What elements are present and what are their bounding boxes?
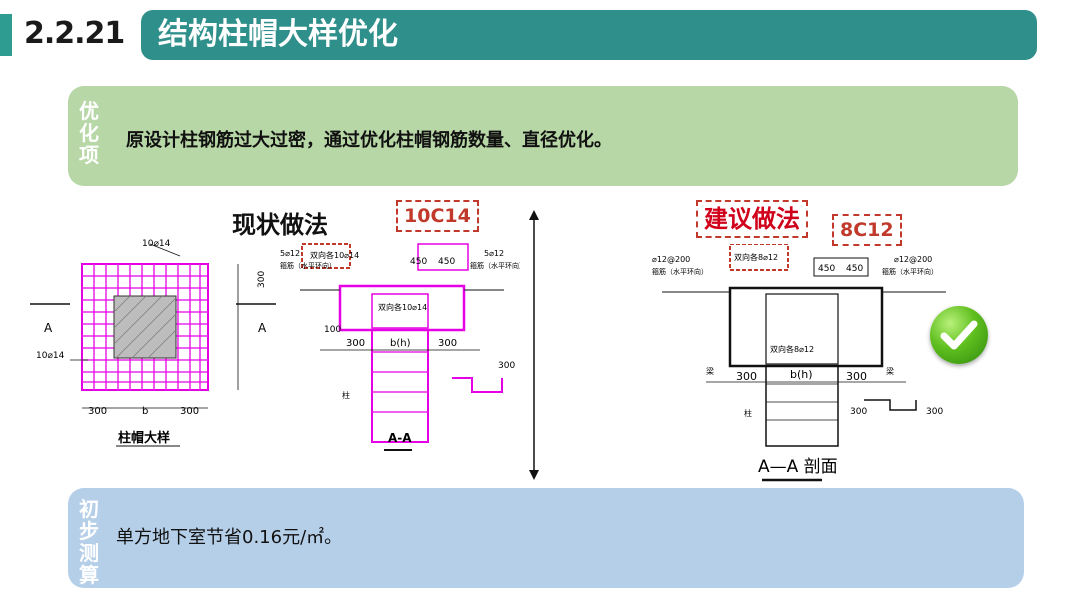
current-dim-300a: 300 bbox=[346, 338, 365, 349]
plan-drawing: 300 h 300 300 b 300 10⌀14 10⌀14 A A 柱帽大样 bbox=[30, 239, 276, 447]
proposed-two-way-top: 双向各8⌀12 bbox=[734, 252, 778, 262]
plan-left-bar: 10⌀14 bbox=[36, 351, 65, 361]
current-two-way-top: 双向各10⌀14 bbox=[310, 250, 359, 260]
plan-section-mark-left: A bbox=[44, 321, 53, 335]
current-dim-450b: 450 bbox=[438, 257, 455, 267]
proposed-dim-450a: 450 bbox=[818, 264, 835, 274]
proposed-dim-450b: 450 bbox=[846, 264, 863, 274]
proposed-column-label: 柱 bbox=[744, 408, 752, 418]
proposed-dim-300b: 300 bbox=[846, 370, 867, 383]
optimization-text: 原设计柱钢筋过大过密，通过优化柱帽钢筋数量、直径优化。 bbox=[126, 130, 612, 151]
proposed-side-300b: 300 bbox=[926, 407, 943, 417]
section-number: 2.2.21 bbox=[24, 16, 125, 51]
proposed-section-title: A—A 剖面 bbox=[758, 457, 838, 477]
proposed-left-note: 箍筋（水平环向） bbox=[652, 267, 708, 276]
estimate-box bbox=[68, 488, 1024, 588]
current-section-title: A-A bbox=[388, 431, 412, 445]
proposed-heading: 建议做法 bbox=[696, 200, 808, 238]
proposed-dim-300a: 300 bbox=[736, 370, 757, 383]
current-dim-450a: 450 bbox=[410, 257, 427, 267]
title-bar bbox=[141, 10, 1037, 60]
proposed-section-drawing: 双向各8⌀12 双向各8⌀12 ⌀12@200 箍筋（水平环向） ⌀12@200… bbox=[652, 244, 946, 482]
vertical-divider-arrow bbox=[529, 210, 539, 480]
proposed-right-note: 箍筋（水平环向） bbox=[882, 267, 938, 276]
estimate-text: 单方地下室节省0.16元/㎡。 bbox=[116, 527, 343, 548]
current-heading: 现状做法 bbox=[232, 211, 328, 239]
current-left-rebar: 5⌀12 bbox=[280, 249, 300, 258]
current-left-note: 箍筋（水平环向） bbox=[280, 261, 336, 270]
plan-caption: 柱帽大样 bbox=[118, 430, 170, 446]
optimization-box bbox=[68, 86, 1018, 186]
plan-bottom-b: b bbox=[142, 406, 148, 417]
current-column-label: 柱 bbox=[342, 390, 350, 400]
current-dim-bh: b(h) bbox=[390, 338, 411, 349]
proposed-dim-bh: b(h) bbox=[790, 368, 813, 381]
page-title: 结构柱帽大样优化 bbox=[158, 17, 398, 52]
plan-dim-300a: 300 bbox=[257, 271, 267, 288]
plan-bottom-300a: 300 bbox=[88, 406, 107, 417]
proposed-side-300a: 300 bbox=[850, 407, 867, 417]
proposed-rebar-tag: 8C12 bbox=[832, 214, 902, 246]
current-dim-300b: 300 bbox=[438, 338, 457, 349]
current-right-note: 箍筋（水平环向） bbox=[470, 261, 520, 270]
proposed-two-way-mid: 双向各8⌀12 bbox=[770, 344, 814, 354]
proposed-right-rebar: ⌀12@200 bbox=[894, 255, 932, 264]
estimate-label: 初步测算 bbox=[79, 497, 99, 587]
header-accent-bar bbox=[0, 14, 12, 56]
plan-section-mark-right: A bbox=[258, 321, 267, 335]
current-side-300: 300 bbox=[498, 361, 515, 371]
proposed-beam-left: 梁 bbox=[706, 367, 714, 376]
plan-bottom-300b: 300 bbox=[180, 406, 199, 417]
checkmark-icon bbox=[930, 306, 988, 364]
current-two-way-mid: 双向各10⌀14 bbox=[378, 302, 427, 312]
current-dim-100: 100 bbox=[324, 325, 341, 335]
proposed-left-rebar: ⌀12@200 bbox=[652, 255, 690, 264]
proposed-beam-right: 梁 bbox=[886, 367, 894, 376]
current-right-rebar: 5⌀12 bbox=[484, 249, 504, 258]
plan-top-bar: 10⌀14 bbox=[142, 239, 171, 249]
optimization-label: 优化项 bbox=[79, 99, 99, 167]
current-rebar-tag: 10C14 bbox=[396, 200, 479, 232]
current-section-drawing: 双向各10⌀14 双向各10⌀14 5⌀12 箍筋（水平环向） 5⌀12 箍筋（… bbox=[280, 243, 520, 451]
